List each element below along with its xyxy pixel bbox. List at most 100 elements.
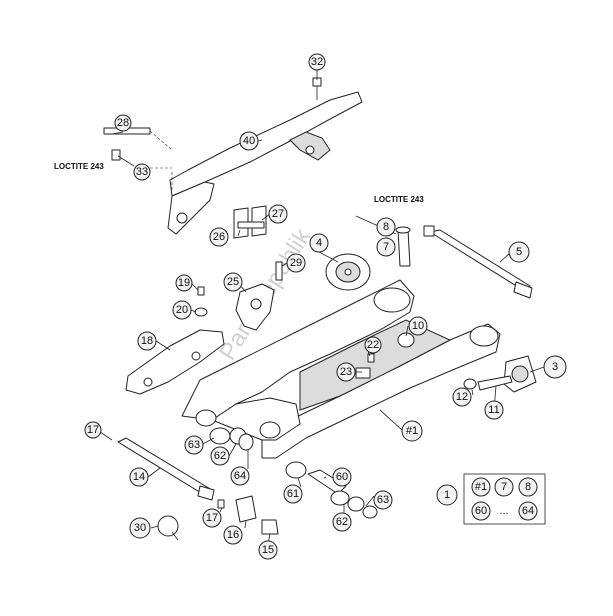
small-parts-19-20: [194, 286, 208, 317]
callout-18: 18: [137, 331, 157, 351]
callout-label-5: 5: [516, 246, 522, 258]
brackets-26-27: [233, 205, 267, 239]
callout-3: 3: [543, 355, 567, 379]
callout-label-20: 20: [176, 304, 188, 316]
bearings-left: [209, 427, 254, 451]
callout-17-upper: 17: [84, 421, 102, 439]
callout-32: 32: [308, 53, 326, 71]
callout-62-left: 62: [210, 446, 230, 466]
callout-17-lower: 17: [202, 508, 222, 528]
callout-20: 20: [172, 300, 192, 320]
callout-28: 28: [114, 114, 132, 132]
callout-label-28: 28: [117, 117, 129, 129]
callout-5: 5: [508, 241, 530, 263]
callout-label-12: 12: [456, 391, 468, 403]
chain-slider-18: [125, 329, 225, 395]
callout-label-19: 19: [178, 277, 190, 289]
callout-19: 19: [175, 274, 193, 292]
callout-15: 15: [258, 540, 278, 560]
loctite-note-right: LOCTITE 243: [374, 195, 424, 204]
bearings-right: [285, 461, 378, 519]
loctite-note-left: LOCTITE 243: [54, 162, 104, 171]
callout-64: 64: [230, 466, 250, 486]
callout-label-7: 7: [383, 241, 389, 253]
callout-63-left: 63: [184, 435, 204, 455]
callout-8: 8: [376, 217, 396, 237]
legend-box: [463, 473, 546, 525]
screw-28: [103, 127, 173, 161]
callout-label-4: 4: [316, 237, 322, 249]
callout-23: 23: [336, 362, 356, 382]
callout-label-33: 33: [136, 166, 148, 178]
pivot-axle-14: [117, 437, 215, 501]
callout-label-63-right: 63: [377, 494, 389, 506]
callout-label-32: 32: [311, 56, 323, 68]
callout-60: 60: [332, 467, 352, 487]
callout-label-16: 16: [227, 529, 239, 541]
callout-label-10: 10: [412, 320, 424, 332]
small-parts-10-22-23: [355, 332, 415, 379]
callout-label-40: 40: [243, 135, 255, 147]
callout-label-26: 26: [213, 231, 225, 243]
callout-label-63-left: 63: [188, 439, 200, 451]
callout-label-11: 11: [488, 404, 499, 416]
callout-12: 12: [452, 387, 472, 407]
screw-32: [312, 77, 322, 100]
callout-4: 4: [309, 233, 329, 253]
callout-label-62-right: 62: [336, 516, 348, 528]
callout-14: 14: [129, 467, 149, 487]
callout-25: 25: [223, 272, 243, 292]
assembly-legend: 1 #1 7 8 60 ... 64: [436, 473, 546, 525]
callout-label-60: 60: [336, 471, 348, 483]
callout-label-23: 23: [340, 366, 352, 378]
callout-label-15: 15: [262, 544, 274, 556]
legend-item-1: #1: [475, 481, 487, 493]
callout-label-30: 30: [134, 522, 146, 534]
callout-22: 22: [364, 336, 382, 354]
chain-guard: [150, 91, 363, 235]
legend-item-8: 8: [525, 481, 531, 493]
bushing-4: [325, 253, 371, 291]
callout-27: 27: [268, 204, 288, 224]
callout-label-25: 25: [227, 276, 239, 288]
callout-16: 16: [223, 525, 243, 545]
callout-10: 10: [408, 316, 428, 336]
legend-item-64: 64: [522, 505, 534, 517]
callout-30: 30: [129, 517, 151, 539]
callout-61: 61: [283, 484, 303, 504]
callout-label-17-lower: 17: [206, 512, 218, 524]
callout-part-1: #1: [401, 420, 423, 442]
callout-label-22: 22: [367, 339, 379, 351]
small-parts-15-16-17: [217, 495, 279, 535]
legend-number: 1: [444, 489, 450, 501]
callout-label-62-left: 62: [214, 450, 226, 462]
legend-item-7: 7: [501, 481, 507, 493]
callout-7: 7: [376, 237, 396, 257]
callout-11: 11: [484, 400, 504, 420]
callout-62-right: 62: [332, 512, 352, 532]
callout-label-3: 3: [552, 361, 558, 373]
callout-label-61: 61: [287, 488, 299, 500]
chain-adjuster-3: [463, 355, 537, 393]
brake-bracket-25: [235, 261, 283, 331]
bolt-7-8: [395, 226, 411, 267]
legend-range-dots: ...: [499, 505, 508, 517]
callout-label-27: 27: [272, 208, 284, 220]
callout-label-18: 18: [141, 335, 153, 347]
callout-label-8: 8: [383, 221, 389, 233]
callout-40: 40: [239, 131, 259, 151]
cap-30: [157, 515, 179, 541]
callout-26: 26: [209, 227, 229, 247]
callout-33: 33: [133, 163, 151, 181]
callout-label-1: #1: [406, 425, 418, 437]
swingarm-axle-5: [423, 225, 533, 299]
callout-label-29: 29: [290, 257, 302, 269]
callout-label-14: 14: [133, 471, 145, 483]
callout-label-17-upper: 17: [87, 424, 99, 436]
callout-label-64: 64: [234, 470, 246, 482]
legend-item-60: 60: [475, 505, 487, 517]
callout-63-right: 63: [373, 490, 393, 510]
callout-29: 29: [286, 253, 306, 273]
